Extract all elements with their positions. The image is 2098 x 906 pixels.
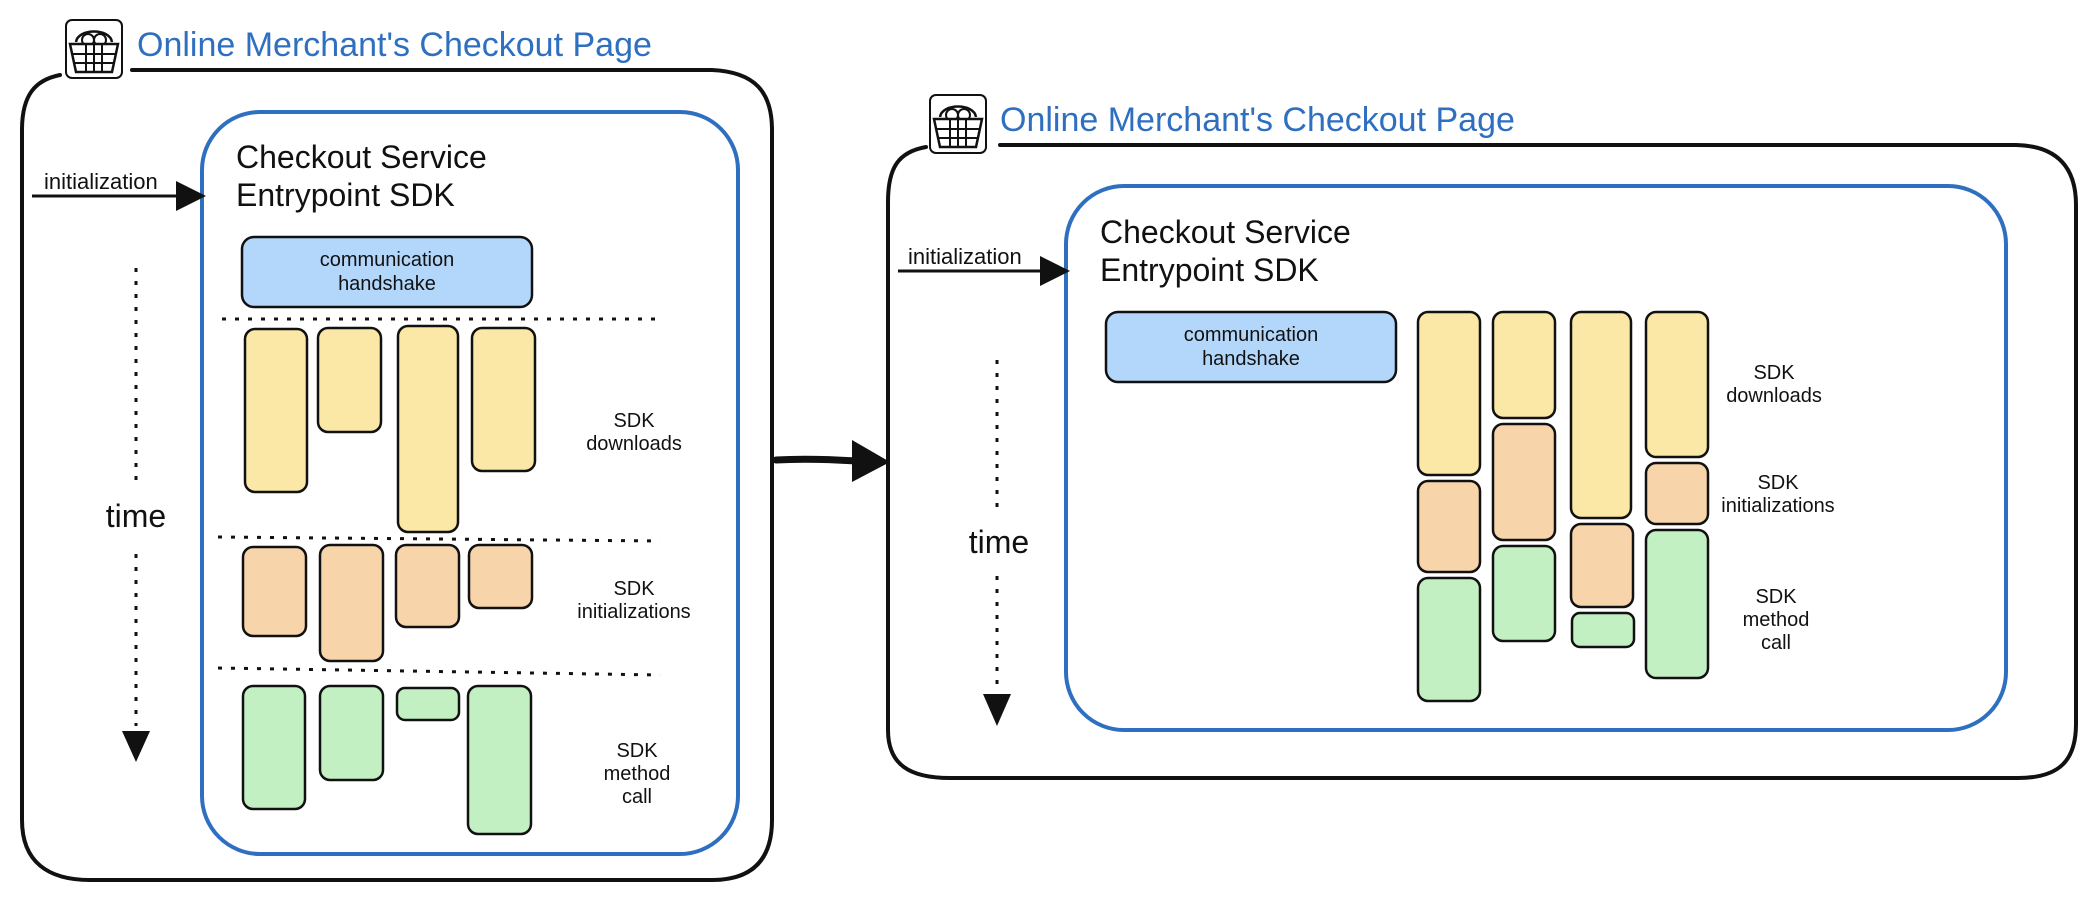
right-phase-method-line2: method xyxy=(1743,609,1810,631)
right-init-block-3 xyxy=(1569,522,1635,609)
right-sdk-title-line1: Checkout Service xyxy=(1100,214,1351,250)
right-handshake-line1: communication xyxy=(1184,324,1319,346)
left-phase-downloads-line1: SDK xyxy=(613,410,655,432)
right-handshake-line2: handshake xyxy=(1202,348,1300,370)
left-time-arrow-down-icon xyxy=(122,731,150,762)
left-separator-2 xyxy=(217,535,661,543)
left-time-label: time xyxy=(106,498,166,534)
right-init-block-1 xyxy=(1416,479,1482,574)
left-init-block-2 xyxy=(318,543,385,663)
right-download-block-4 xyxy=(1644,310,1710,459)
left-initialization-label: initialization xyxy=(44,169,158,194)
right-checkout-page: Online Merchant's Checkout Page Checkout… xyxy=(886,94,2078,780)
left-init-block-4 xyxy=(467,543,534,610)
right-method-block-4 xyxy=(1644,528,1710,680)
right-method-block-1 xyxy=(1416,576,1482,703)
left-sdk-frame xyxy=(200,110,740,856)
left-sdk-title-line1: Checkout Service xyxy=(236,139,487,175)
transition-arrow-icon xyxy=(772,440,890,482)
right-phase-inits-line1: SDK xyxy=(1757,472,1799,494)
right-phase-downloads-line1: SDK xyxy=(1753,362,1795,384)
left-handshake-box xyxy=(240,235,534,309)
left-init-block-3 xyxy=(394,543,461,629)
left-phase-method-line2: method xyxy=(604,763,671,785)
right-phase-method-line3: call xyxy=(1761,632,1791,654)
right-method-block-3 xyxy=(1570,611,1636,649)
shopping-basket-icon xyxy=(65,19,123,79)
right-initialization-label: initialization xyxy=(908,244,1022,269)
right-time-label: time xyxy=(969,524,1029,560)
right-download-block-1 xyxy=(1416,310,1482,477)
right-sdk-title-line2: Entrypoint SDK xyxy=(1100,252,1319,288)
left-method-block-3 xyxy=(395,686,461,722)
left-phase-method-line3: call xyxy=(622,786,652,808)
left-page-frame xyxy=(20,68,774,882)
right-sdk-frame xyxy=(1064,184,2008,732)
left-init-block-1 xyxy=(241,545,308,638)
left-phase-method-line1: SDK xyxy=(616,740,658,762)
left-download-block-2 xyxy=(316,326,383,434)
left-download-block-4 xyxy=(470,326,537,473)
right-handshake-box xyxy=(1104,310,1398,384)
left-handshake-line1: communication xyxy=(320,249,455,271)
right-phase-method-line1: SDK xyxy=(1755,586,1797,608)
right-init-block-4 xyxy=(1644,461,1710,526)
right-phase-inits-line2: initializations xyxy=(1721,495,1834,517)
left-separator-3 xyxy=(217,666,661,677)
left-phase-downloads-line2: downloads xyxy=(586,433,682,455)
right-time-arrow-down-icon xyxy=(983,694,1011,726)
left-page-title: Online Merchant's Checkout Page xyxy=(137,26,652,64)
left-checkout-page: Online Merchant's Checkout Page Checkout… xyxy=(20,19,774,882)
right-download-block-3 xyxy=(1569,310,1633,520)
right-method-block-2 xyxy=(1491,544,1557,643)
left-phase-inits-line2: initializations xyxy=(577,601,690,623)
left-method-block-2 xyxy=(318,684,385,782)
shopping-basket-icon xyxy=(929,94,987,154)
right-download-block-2 xyxy=(1491,310,1557,420)
left-download-block-1 xyxy=(243,327,309,494)
right-init-block-2 xyxy=(1491,422,1557,542)
left-method-block-4 xyxy=(466,684,533,836)
right-page-frame xyxy=(886,143,2078,780)
left-download-block-3 xyxy=(396,324,460,534)
left-handshake-line2: handshake xyxy=(338,273,436,295)
left-sdk-title-line2: Entrypoint SDK xyxy=(236,177,455,213)
right-phase-downloads-line2: downloads xyxy=(1726,385,1822,407)
left-phase-inits-line1: SDK xyxy=(613,578,655,600)
right-page-title: Online Merchant's Checkout Page xyxy=(1000,101,1515,139)
left-method-block-1 xyxy=(241,684,307,811)
